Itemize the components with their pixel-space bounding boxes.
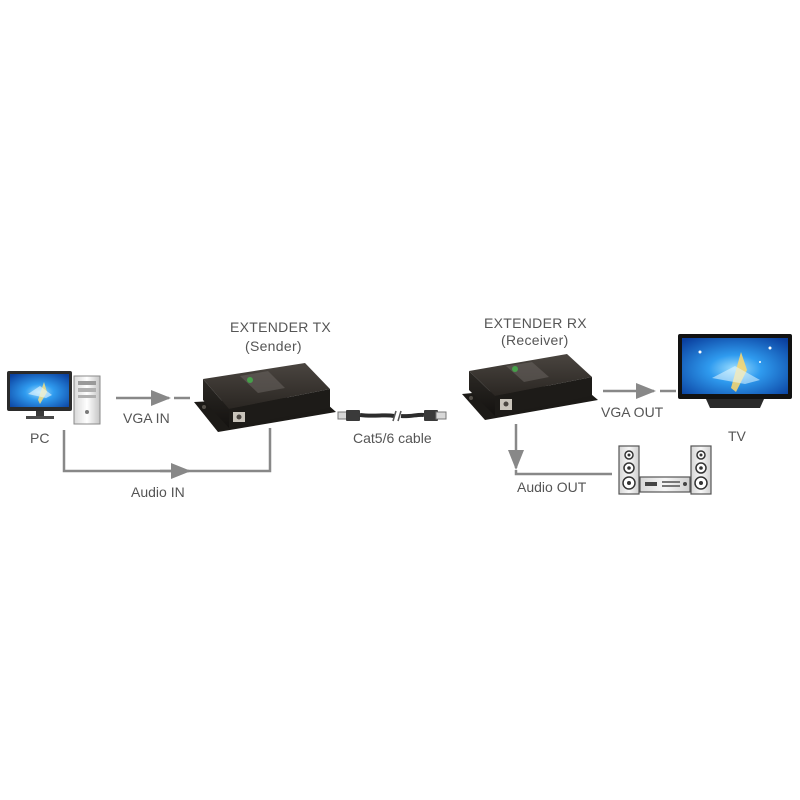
pc-label: PC [30,430,49,446]
right-speaker-icon [690,445,712,495]
extender-tx-subtitle: (Sender) [245,338,302,354]
pc-computer: PC [7,371,101,446]
extender-tx: EXTENDER TX (Sender) [194,319,336,432]
extender-rx: EXTENDER RX (Receiver) [462,315,598,420]
audio-out-label: Audio OUT [517,479,587,495]
tv: TV [678,334,792,444]
pc-tower [73,375,101,425]
audio-in-label: Audio IN [131,484,185,500]
extender-tx-title: EXTENDER TX [230,319,331,335]
vga-out-connection: VGA OUT [601,383,676,420]
cat-cable: Cat5/6 cable [337,410,447,446]
audio-out-connection: Audio OUT [508,424,612,495]
audio-system [618,445,712,495]
extender-rx-subtitle: (Receiver) [501,332,569,348]
audio-in-connection: Audio IN [62,428,272,500]
tv-label: TV [728,428,747,444]
vga-out-label: VGA OUT [601,404,664,420]
cable-label: Cat5/6 cable [353,430,432,446]
vga-in-label: VGA IN [123,410,170,426]
vga-in-connection: VGA IN [116,390,190,426]
pc-monitor [7,371,72,419]
amplifier-icon [639,476,691,493]
left-speaker-icon [618,445,640,495]
extender-rx-title: EXTENDER RX [484,315,587,331]
